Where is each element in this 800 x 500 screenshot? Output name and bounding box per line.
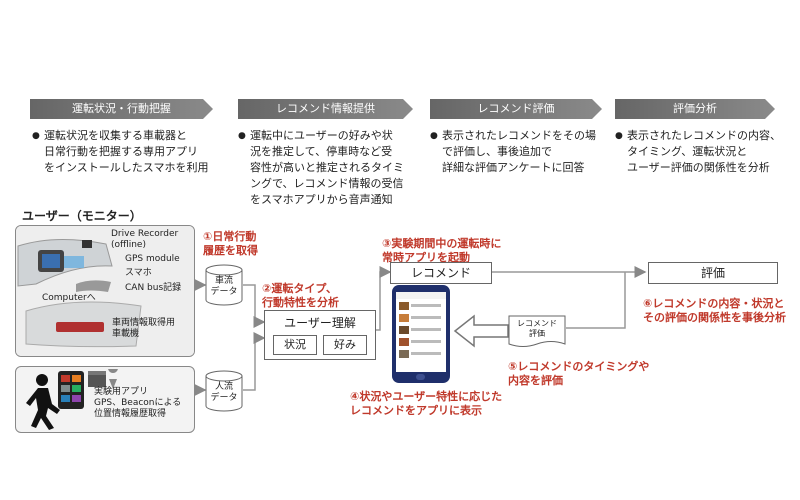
phase-desc-2: ●運転中にユーザーの好みや状 況を推定して、停車時など受 容性が高いと推定される… xyxy=(238,129,404,206)
phase-header-2: レコメンド情報提供 xyxy=(238,99,413,119)
car-flow-data-cylinder: 車流 データ xyxy=(205,264,243,306)
step-1-label: ①日常行動 履歴を取得 xyxy=(203,230,258,257)
person-flow-data-label: 人流 データ xyxy=(210,382,238,403)
phase-header-3: レコメンド評価 xyxy=(430,99,602,119)
phase-header-4: 評価分析 xyxy=(615,99,775,119)
recommend-item-thumb xyxy=(399,338,409,346)
phone-screen xyxy=(396,292,446,372)
smartphone-app-icon xyxy=(58,371,84,409)
recommend-evaluation-document: レコメンド 評価 xyxy=(508,315,566,351)
car-flow-data-label: 車流 データ xyxy=(210,276,238,297)
recommend-item-bar xyxy=(411,328,441,331)
step-5-label: ⑤レコメンドのタイミングや 内容を評価 xyxy=(508,360,650,387)
phone-header-bar xyxy=(396,292,446,299)
phone-mockup xyxy=(392,285,450,383)
recommend-item-bar xyxy=(411,352,441,355)
shop-location-icon xyxy=(88,369,118,389)
bullet-icon: ● xyxy=(430,131,438,141)
phase-desc-4: ●表示されたレコメンドの内容、 タイミング、運転状況と ユーザー評価の関係性を分… xyxy=(615,129,781,174)
phase-label: 運転状況・行動把握 xyxy=(72,102,171,115)
walking-person-icon xyxy=(26,374,60,430)
document-label: レコメンド 評価 xyxy=(517,319,557,338)
step-6-label: ⑥レコメンドの内容・状況と その評価の関係性を事後分析 xyxy=(643,297,786,324)
preference-tag: 好み xyxy=(323,335,367,355)
phase-desc-1: ●運転状況を収集する車載器と 日常行動を把握する専用アプリ をインストールしたス… xyxy=(32,129,209,174)
person-panel xyxy=(15,366,195,433)
bullet-icon: ● xyxy=(238,131,246,141)
smartphone-label: スマホ xyxy=(125,268,152,278)
recommend-item-thumb xyxy=(399,302,409,310)
in-vehicle-device-label: 車両情報取得用 車載機 xyxy=(112,318,176,339)
step-4-label: ④状況やユーザー特性に応じた レコメンドをアプリに表示 xyxy=(350,390,503,417)
drive-recorder-label: Drive Recorder (offline) xyxy=(111,229,179,250)
document-shape xyxy=(508,315,566,347)
computer-label: Computerへ xyxy=(42,293,96,303)
phase-label: 評価分析 xyxy=(673,102,717,115)
recommend-item-bar xyxy=(411,316,441,319)
recommend-item-bar xyxy=(411,304,441,307)
app-label: 実験用アプリ GPS、Beaconによる 位置情報履歴取得 xyxy=(94,387,182,419)
user-understanding-box: ユーザー理解 状況 好み xyxy=(264,310,376,360)
phase-desc-3: ●表示されたレコメンドをその場 で評価し、事後追加で 詳細な評価アンケートに回答 xyxy=(430,129,596,174)
recommend-item-thumb xyxy=(399,350,409,358)
recommend-item-thumb xyxy=(399,314,409,322)
can-bus-label: CAN bus記録 xyxy=(125,283,182,293)
situation-tag: 状況 xyxy=(273,335,317,355)
phase-label: レコメンド評価 xyxy=(477,102,555,115)
bullet-icon: ● xyxy=(615,131,623,141)
recommend-item-bar xyxy=(411,340,441,343)
person-flow-data-cylinder: 人流 データ xyxy=(205,370,243,412)
user-understanding-label: ユーザー理解 xyxy=(284,316,356,330)
step-3-label: ③実験期間中の運転時に 常時アプリを起動 xyxy=(382,237,502,264)
user-title: ユーザー（モニター） xyxy=(22,209,142,223)
bullet-icon: ● xyxy=(32,131,40,141)
gps-module-label: GPS module xyxy=(125,254,180,264)
phase-header-1: 運転状況・行動把握 xyxy=(30,99,213,119)
step-2-label: ②運転タイプ、 行動特性を分析 xyxy=(262,282,339,309)
car-panel xyxy=(15,225,195,357)
recommend-item-thumb xyxy=(399,326,409,334)
car-illustration xyxy=(16,226,194,356)
evaluation-box: 評価 xyxy=(648,262,778,284)
recommend-box: レコメンド xyxy=(390,262,492,284)
phone-home-button xyxy=(416,374,425,380)
phase-label: レコメンド情報提供 xyxy=(276,102,375,115)
